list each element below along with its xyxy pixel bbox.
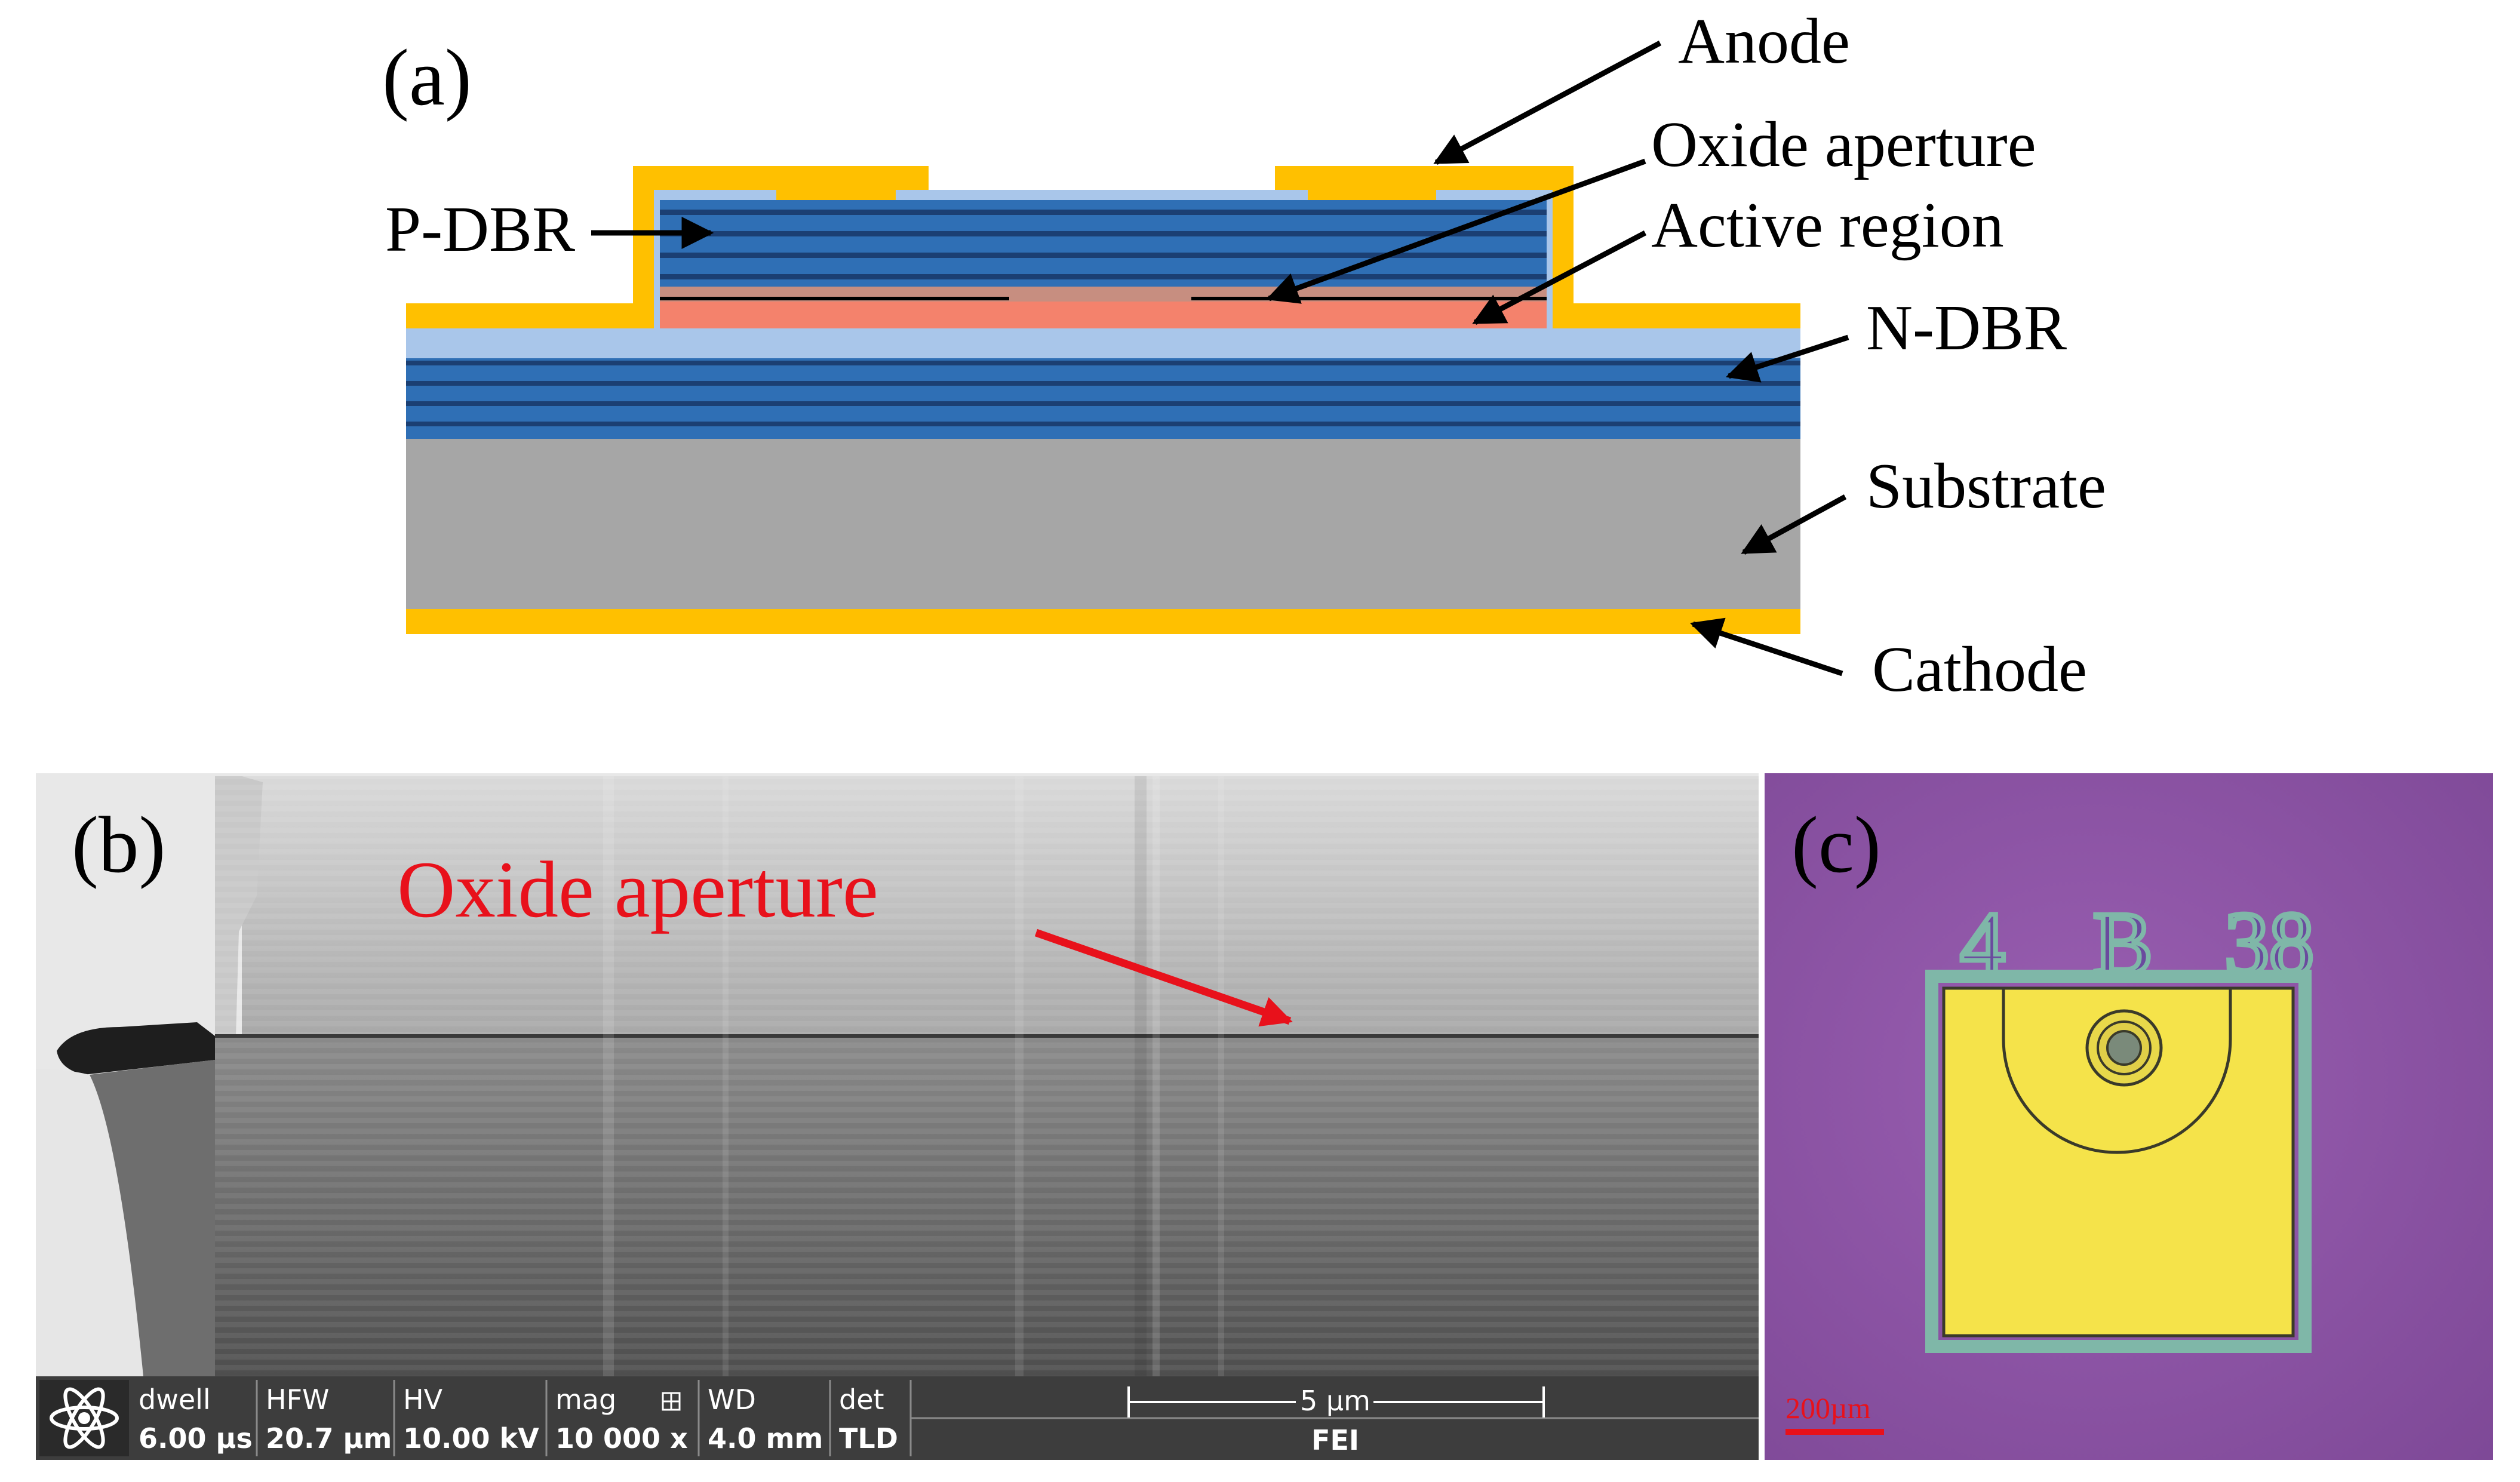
anode-label: Anode	[1678, 6, 1850, 77]
mag-value: 10 000 x	[555, 1422, 688, 1455]
panel-b: (b) Oxide aperture dwell 6.00 µs HFW	[36, 773, 1759, 1460]
n-dbr-arrow	[1725, 334, 1849, 383]
active-region-arrow	[1472, 230, 1647, 325]
cathode-label: Cathode	[1872, 634, 2087, 705]
dwell-value: 6.00 µs	[139, 1422, 253, 1455]
lower-contact-right	[1571, 303, 1800, 328]
sem-oxide-aperture-label: Oxide aperture	[397, 845, 878, 934]
panel-a: (a) Anode O	[382, 6, 2106, 705]
mag-label: mag	[555, 1383, 616, 1416]
anode-contact-right-step	[1308, 185, 1436, 200]
sem-brand: FEI	[1311, 1424, 1359, 1456]
substrate-label: Substrate	[1866, 451, 2106, 522]
magnifier-box-icon	[662, 1392, 681, 1411]
sem-streak-2	[723, 776, 729, 1376]
det-value: TLD	[839, 1422, 898, 1455]
lower-contact-left	[406, 303, 660, 328]
pad-semicircle	[2002, 988, 2232, 1154]
cathode-layer	[406, 609, 1800, 634]
sem-layer-stripes	[215, 776, 1759, 1376]
sem-streak-4	[1135, 776, 1147, 1376]
active-region-label: Active region	[1651, 190, 2004, 261]
pad-halo	[1925, 970, 2312, 1353]
n-dbr-label: N-DBR	[1866, 293, 2067, 364]
substrate-arrow	[1741, 494, 1847, 555]
vcsel-aperture	[2106, 1030, 2142, 1066]
wd-value: 4.0 mm	[708, 1422, 823, 1455]
cathode-arrow	[1689, 617, 1843, 677]
panel-a-label: (a)	[382, 33, 472, 122]
panel-c-label: (c)	[1791, 801, 1881, 890]
oxide-aperture-label: Oxide aperture	[1651, 109, 2036, 180]
sem-undercut-shadow	[90, 1060, 215, 1376]
sem-scale-label: 5 µm	[1300, 1385, 1370, 1417]
sem-undercut	[36, 1069, 143, 1376]
substrate-layer	[406, 439, 1800, 609]
p-dbr-layer	[660, 200, 1547, 287]
panel-b-label: (b)	[72, 801, 165, 890]
oxide-aperture-arrow	[1265, 158, 1646, 304]
micrograph-scale-label: 200µm	[1785, 1391, 1871, 1425]
sem-streak-3	[1015, 776, 1024, 1376]
panel-c: (c) 4 B 38 200µm	[1765, 773, 2493, 1460]
wd-label: WD	[708, 1383, 756, 1416]
sem-oxide-aperture-arrow	[1034, 928, 1293, 1027]
det-label: det	[839, 1383, 884, 1416]
anode-contact-left-step	[776, 185, 896, 200]
hv-value: 10.00 kV	[403, 1422, 539, 1455]
sem-streak-5	[1153, 776, 1160, 1376]
sem-info-bar: dwell 6.00 µs HFW 20.7 µm HV 10.00 kV ma…	[36, 1376, 1759, 1460]
dwell-label: dwell	[139, 1383, 211, 1416]
sem-scale-label-bg	[1296, 1386, 1373, 1416]
hv-label: HV	[403, 1383, 443, 1416]
hfw-value: 20.7 µm	[266, 1422, 392, 1455]
active-region-layer	[660, 302, 1547, 328]
p-dbr-label: P-DBR	[385, 194, 575, 265]
anode-arrow	[1433, 41, 1662, 165]
sem-streak-1	[603, 776, 614, 1376]
n-dbr-layer	[406, 358, 1800, 439]
n-dbr-top-layer	[406, 328, 1800, 358]
sem-streak-6	[1218, 776, 1224, 1376]
hfw-label: HFW	[266, 1383, 330, 1416]
atom-icon	[50, 1387, 119, 1449]
sem-overhang	[57, 1022, 215, 1075]
